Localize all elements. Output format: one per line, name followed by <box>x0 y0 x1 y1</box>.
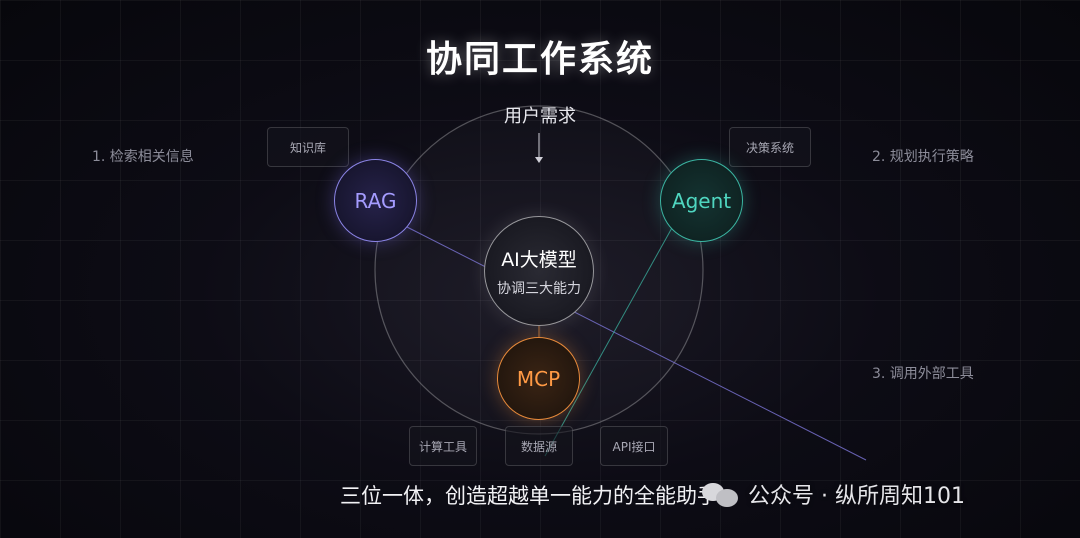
step-1-label: 1. 检索相关信息 <box>92 149 194 165</box>
decision-system-box: 决策系统 <box>729 127 811 167</box>
agent-label: Agent <box>671 188 732 213</box>
wechat-icon <box>700 481 740 507</box>
page-title: 协同工作系统 <box>425 39 654 80</box>
rag-label: RAG <box>354 188 397 213</box>
mcp-label: MCP <box>516 366 561 391</box>
compute-tools-box: 计算工具 <box>409 426 477 466</box>
core-title: AI大模型 <box>501 248 577 271</box>
rag-node: RAG <box>334 159 417 242</box>
core-subtitle: 协调三大能力 <box>497 280 581 297</box>
api-interface-box: API接口 <box>600 426 668 466</box>
mcp-node: MCP <box>497 337 580 420</box>
step-2-label: 2. 规划执行策略 <box>872 149 974 165</box>
step-3-label: 3. 调用外部工具 <box>872 366 974 382</box>
knowledge-base-box: 知识库 <box>267 127 349 167</box>
tagline: 三位一体，创造超越单一能力的全能助手 <box>340 484 718 508</box>
ai-model-core: AI大模型 协调三大能力 <box>484 216 594 326</box>
rag-link-line <box>404 225 867 461</box>
data-source-box: 数据源 <box>505 426 573 466</box>
agent-link-line <box>544 225 674 457</box>
agent-node: Agent <box>660 159 743 242</box>
watermark-text: 公众号 · 纵所周知101 <box>748 484 965 509</box>
watermark: 公众号 · 纵所周知101 <box>700 478 965 510</box>
need-arrow-head <box>535 157 543 163</box>
user-need-label: 用户需求 <box>504 106 576 127</box>
